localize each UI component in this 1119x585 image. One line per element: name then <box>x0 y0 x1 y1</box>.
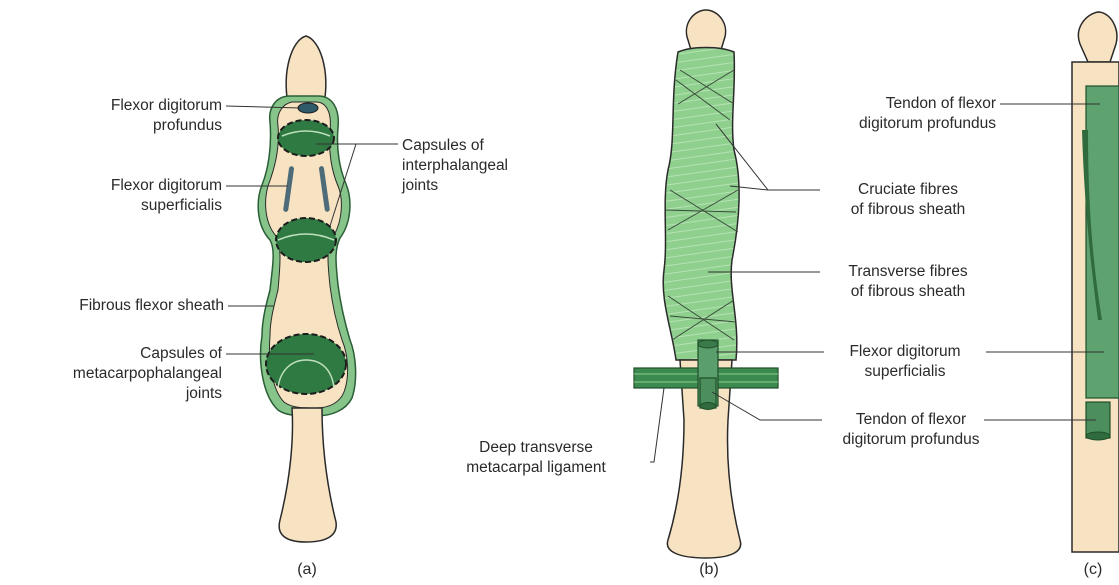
label-b-transverse: Transverse fibres of fibrous sheath <box>818 262 998 302</box>
panel-a-distal-tip <box>286 36 326 104</box>
panel-a-pip-capsule <box>276 218 336 262</box>
panel-a-fdp-tendon <box>298 103 318 113</box>
label-b-deep-ligament: Deep transverse metacarpal ligament <box>436 438 636 478</box>
label-a-fdp: Flexor digitorum profundus <box>40 96 222 136</box>
leader-b-ligament <box>650 388 664 462</box>
caption-c: (c) <box>1068 560 1118 580</box>
panel-a-proximal-shaft <box>279 408 336 542</box>
panel-c-drawing <box>1072 12 1119 552</box>
panel-a-dip-capsule <box>278 120 334 156</box>
panel-b-fibrous-sheath <box>663 48 739 361</box>
label-a-capsules-ip: Capsules of interphalangeal joints <box>402 136 572 196</box>
caption-b: (b) <box>674 560 744 580</box>
label-b-cruciate: Cruciate fibres of fibrous sheath <box>818 180 998 220</box>
label-b-fdp: Tendon of flexor digitorum profundus <box>818 410 1004 450</box>
label-a-capsules-mcp: Capsules of metacarpophalangeal joints <box>10 344 222 404</box>
label-c-fdp-top: Tendon of flexor digitorum profundus <box>806 94 996 134</box>
panel-c-distal-tip <box>1078 12 1116 62</box>
panel-a-drawing <box>258 36 355 542</box>
label-b-fds: Flexor digitorum superficialis <box>820 342 990 382</box>
label-a-fibrous-sheath: Fibrous flexor sheath <box>10 296 224 316</box>
panel-b-drawing <box>634 10 778 558</box>
label-a-fds: Flexor digitorum superficialis <box>40 176 222 216</box>
caption-a: (a) <box>272 560 342 580</box>
